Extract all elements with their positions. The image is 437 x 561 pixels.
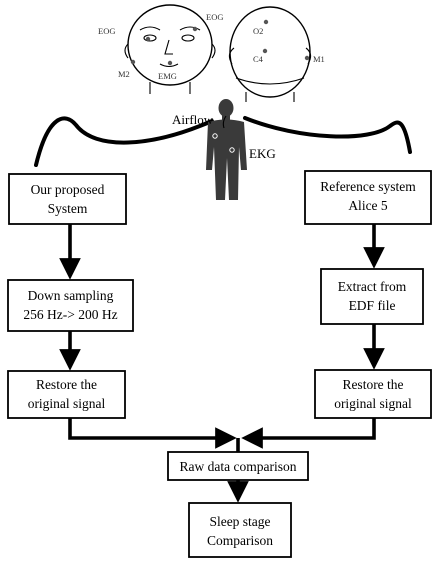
front-head-illustration [124, 4, 216, 94]
box-down-sampling: Down sampling 256 Hz-> 200 Hz [7, 279, 134, 332]
svg-text:Down sampling: Down sampling [28, 288, 114, 303]
eog-left-electrode [145, 36, 151, 42]
svg-text:Restore the: Restore the [36, 377, 97, 392]
eog-right-label: EOG [206, 12, 223, 22]
svg-text:256 Hz-> 200 Hz: 256 Hz-> 200 Hz [23, 307, 117, 322]
box-extract-from-edf-line2: EDF file [349, 298, 396, 313]
eog-left-label: EOG [98, 26, 115, 36]
o2-electrode [263, 19, 269, 25]
svg-text:Comparison: Comparison [207, 533, 273, 548]
svg-text:original signal: original signal [28, 396, 106, 411]
box-down-sampling-line2: 256 Hz-> 200 Hz [23, 307, 117, 322]
merge-right-line [241, 418, 376, 449]
emg-electrode [167, 60, 173, 66]
eog-right-electrode [192, 26, 198, 32]
svg-text:Extract from: Extract from [338, 279, 407, 294]
box-sleep-stage-comparison-line1: Sleep stage [209, 514, 270, 529]
back-head-illustration [228, 6, 312, 102]
right-signal-wave [243, 116, 412, 154]
svg-text:Sleep stage: Sleep stage [209, 514, 270, 529]
merge-left-line [68, 418, 237, 449]
svg-text:original signal: original signal [334, 396, 412, 411]
left-signal-wave [34, 116, 214, 167]
airflow-sensor-line [222, 115, 227, 129]
box-restore-right: Restore the original signal [314, 369, 432, 419]
box-extract-from-edf-line1: Extract from [338, 279, 407, 294]
svg-text:Restore the: Restore the [342, 377, 403, 392]
box-raw-data-comparison-line1: Raw data comparison [180, 459, 297, 474]
box-restore-right-line1: Restore the [342, 377, 403, 392]
box-restore-left-line1: Restore the [36, 377, 97, 392]
ekg-electrode-left [212, 133, 218, 139]
svg-text:EDF file: EDF file [349, 298, 396, 313]
box-restore-left-line2: original signal [28, 396, 106, 411]
m1-label: M1 [313, 54, 325, 64]
m2-electrode [130, 59, 136, 65]
c4-electrode [262, 48, 268, 54]
svg-text:Our proposed: Our proposed [31, 182, 105, 197]
svg-text:Alice 5: Alice 5 [348, 198, 388, 213]
box-our-proposed-system: Our proposed System [8, 173, 127, 225]
m2-label: M2 [118, 69, 130, 79]
body-silhouette-icon [206, 99, 247, 200]
ekg-label: EKG [249, 146, 276, 161]
svg-text:Reference system: Reference system [320, 179, 416, 194]
box-restore-left: Restore the original signal [7, 370, 126, 419]
box-reference-system-line2: Alice 5 [348, 198, 388, 213]
m1-electrode [304, 55, 310, 61]
box-our-proposed-system-line2: System [48, 201, 88, 216]
box-down-sampling-line1: Down sampling [28, 288, 114, 303]
ekg-electrode-right [229, 147, 235, 153]
box-sleep-stage-comparison-line2: Comparison [207, 533, 273, 548]
box-extract-from-edf: Extract from EDF file [320, 268, 424, 325]
c4-label: C4 [253, 54, 264, 64]
box-raw-data-comparison: Raw data comparison [167, 451, 309, 481]
svg-text:Raw data comparison: Raw data comparison [180, 459, 297, 474]
box-our-proposed-system-line1: Our proposed [31, 182, 105, 197]
box-reference-system: Reference system Alice 5 [304, 170, 432, 225]
emg-label: EMG [158, 71, 177, 81]
airflow-label: Airflow [172, 112, 214, 127]
box-reference-system-line1: Reference system [320, 179, 416, 194]
o2-label: O2 [253, 26, 263, 36]
box-sleep-stage-comparison: Sleep stage Comparison [188, 502, 292, 558]
box-restore-right-line2: original signal [334, 396, 412, 411]
svg-text:System: System [48, 201, 88, 216]
